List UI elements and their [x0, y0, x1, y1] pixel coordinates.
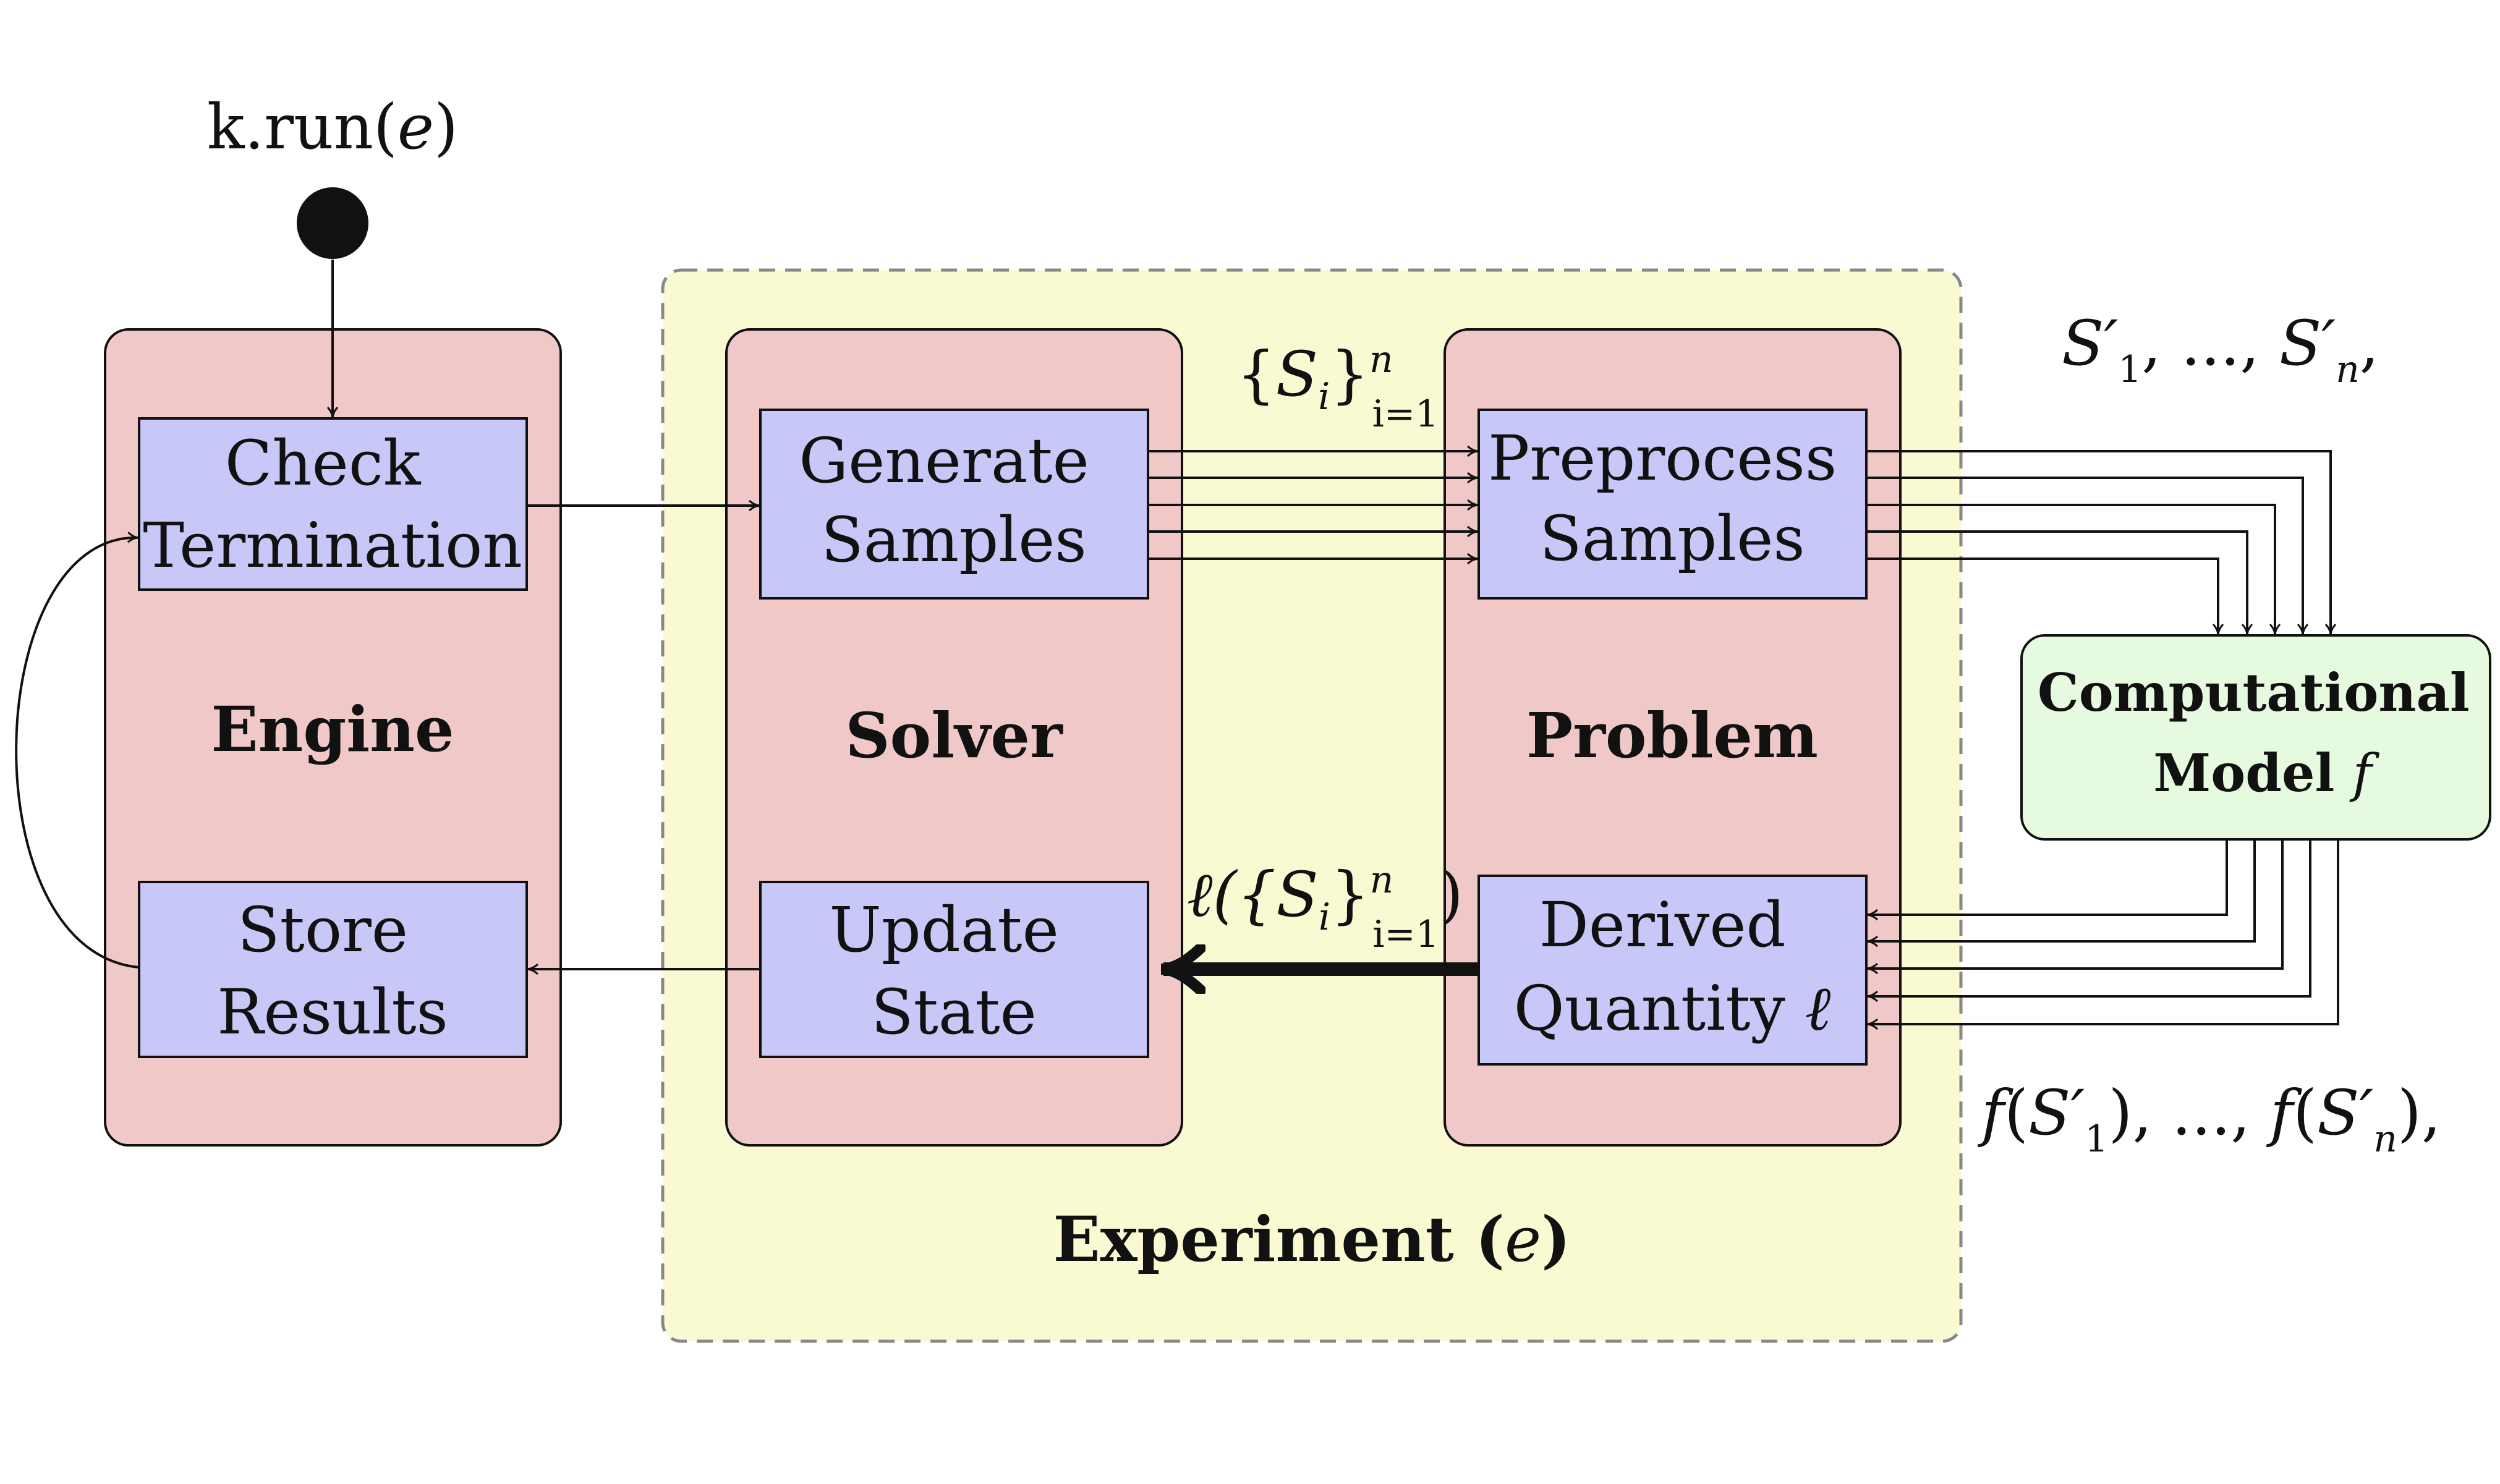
samples-arrow-bundle — [1148, 445, 1479, 565]
generate-samples-box — [759, 409, 1149, 600]
store-to-check-loop-arrow — [15, 532, 140, 969]
preprocessed-samples-annotation: S′1, ..., S′n, — [2062, 307, 2379, 391]
experiment-title: Experiment (e) — [1053, 1203, 1570, 1276]
problem-title: Problem — [1526, 699, 1818, 772]
generate-samples-label: Generate Samples — [799, 425, 1108, 576]
check-termination-label: Check Termination — [143, 427, 522, 582]
computational-model-label: Computational Model f — [2038, 662, 2488, 803]
preprocess-samples-label: Preprocess Samples — [1488, 422, 1856, 575]
store-results-label: Store Results — [217, 894, 448, 1048]
derived-quantity-box — [1477, 875, 1868, 1066]
solver-title: Solver — [845, 699, 1063, 772]
entry-label: k.run(e) — [207, 91, 458, 163]
engine-title: Engine — [211, 693, 454, 766]
check-termination-box — [138, 417, 528, 591]
update-state-label: Update State — [829, 894, 1078, 1048]
start-node — [297, 187, 368, 259]
preprocess-samples-box — [1477, 409, 1868, 600]
derived-quantity-label: Derived Quantity ℓ — [1514, 889, 1831, 1045]
update-state-box — [759, 881, 1149, 1058]
model-outputs-annotation: f(S′1), ..., f(S′n), — [1977, 1077, 2441, 1161]
model-output-arrow-bundle — [1866, 839, 2339, 1030]
preprocessed-arrow-bundle — [1866, 450, 2337, 636]
store-results-box — [138, 881, 528, 1058]
